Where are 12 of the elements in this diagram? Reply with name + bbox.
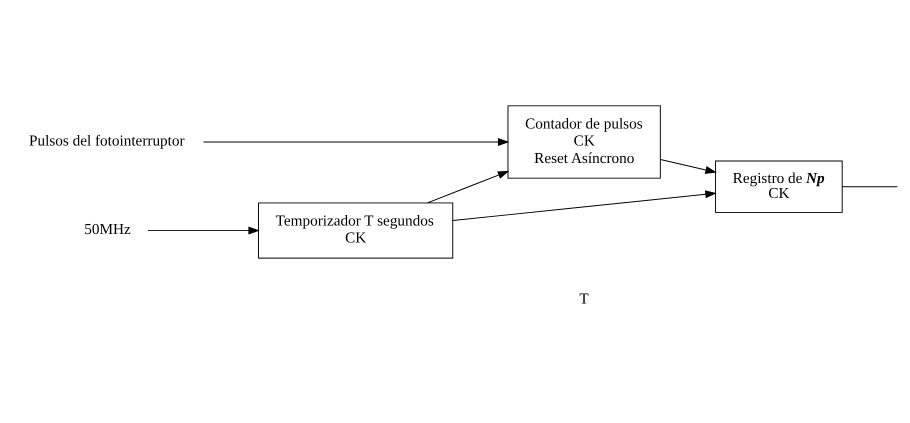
arrow [660, 159, 717, 174]
arrow [148, 226, 260, 235]
node-box: Registro de Np CK [715, 160, 843, 213]
arrow [452, 190, 717, 221]
connector [842, 186, 898, 188]
label: T [579, 290, 589, 308]
node-box: Temporizador T segundos CK [258, 202, 454, 259]
node-text: 50MHz [84, 221, 131, 238]
node-text: Pulsos del fotointerruptor [29, 132, 185, 150]
arrow [426, 170, 510, 204]
arrow [202, 138, 510, 146]
node-box: Contador de pulsos CK Reset Asíncrono [508, 105, 661, 179]
